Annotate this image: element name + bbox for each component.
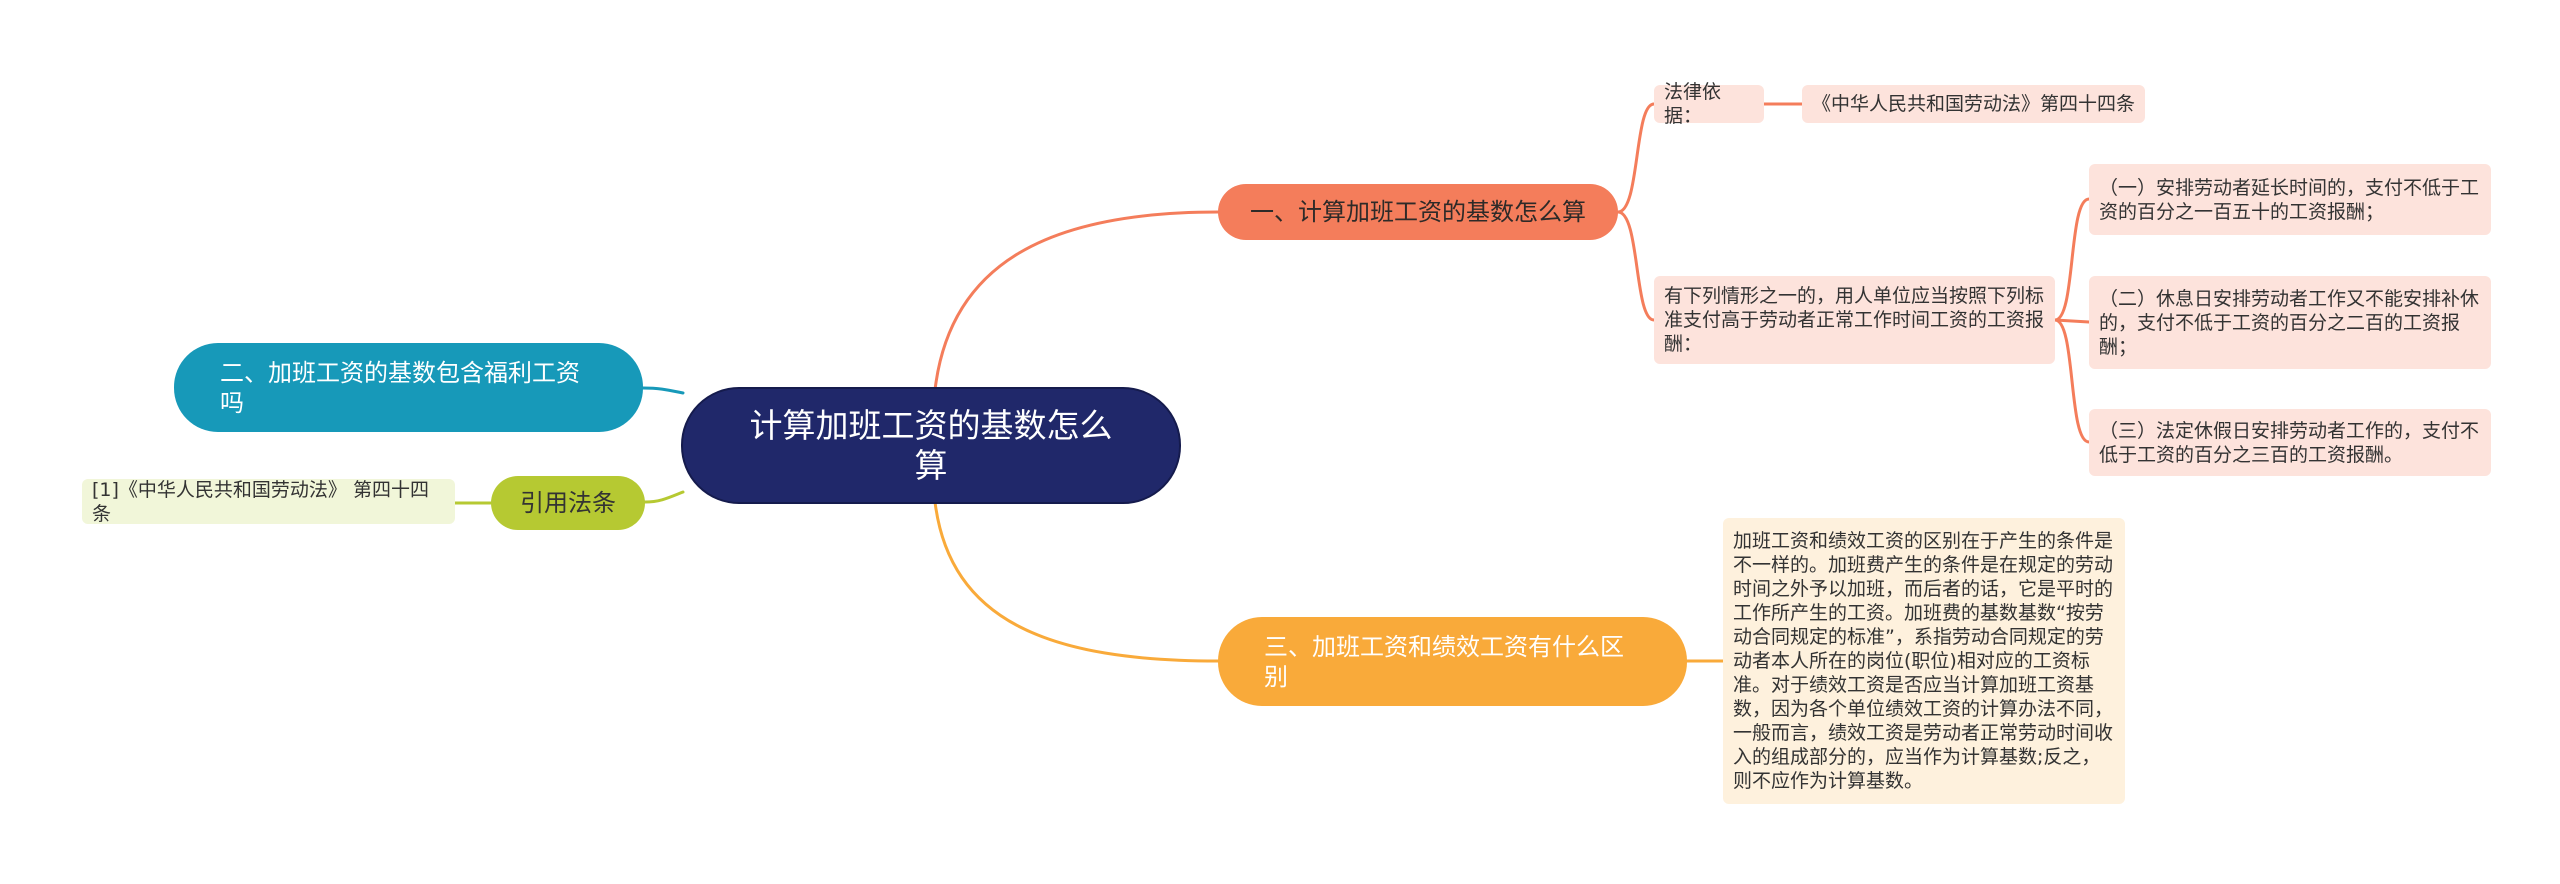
- condition-text: 有下列情形之一的，用人单位应当按照下列标准支付高于劳动者正常工作时间工资的工资报…: [1664, 285, 2045, 355]
- connector-root-branch4: [933, 500, 1220, 663]
- legal-basis-label: 法律依据：: [1664, 81, 1722, 127]
- connector-branch1-condition: [1616, 210, 1656, 322]
- difference-detail-text: 加班工资和绩效工资的区别在于产生的条件是不一样的。加班费产生的条件是在规定的劳动…: [1733, 530, 2114, 792]
- condition-item-2-text: （二）休息日安排劳动者工作又不能安排补休的，支付不低于工资的百分之二百的工资报酬…: [2099, 287, 2480, 358]
- connector-branch1-legal-basis: [1616, 102, 1656, 214]
- legal-basis-value-node[interactable]: 《中华人民共和国劳动法》第四十四条: [1802, 85, 2145, 123]
- branch-node-calc-base-label: 一、计算加班工资的基数怎么算: [1250, 198, 1586, 226]
- connector-condition-item-2: [2053, 318, 2091, 324]
- difference-detail-node[interactable]: 加班工资和绩效工资的区别在于产生的条件是不一样的。加班费产生的条件是在规定的劳动…: [1723, 518, 2125, 804]
- branch-node-difference[interactable]: 三、加班工资和绩效工资有什么区别: [1218, 617, 1687, 706]
- legal-basis-value: 《中华人民共和国劳动法》第四十四条: [1812, 93, 2136, 115]
- branch-node-welfare[interactable]: 二、加班工资的基数包含福利工资吗: [174, 343, 643, 432]
- connector-condition-item-3: [2053, 318, 2091, 444]
- branch-node-cited-law[interactable]: 引用法条: [491, 476, 645, 530]
- condition-item-1-node[interactable]: （一）安排劳动者延长时间的，支付不低于工资的百分之一百五十的工资报酬；: [2089, 164, 2491, 235]
- connector-root-branch2: [641, 386, 685, 395]
- branch-node-welfare-label: 二、加班工资的基数包含福利工资吗: [220, 358, 580, 417]
- root-node-label: 计算加班工资的基数怎么算: [749, 405, 1113, 485]
- condition-item-3-text: （三）法定休假日安排劳动者工作的，支付不低于工资的百分之三百的工资报酬。: [2099, 419, 2480, 466]
- condition-item-1-text: （一）安排劳动者延长时间的，支付不低于工资的百分之一百五十的工资报酬；: [2099, 176, 2480, 223]
- branch-node-cited-law-label: 引用法条: [520, 489, 616, 517]
- root-node[interactable]: 计算加班工资的基数怎么算: [681, 387, 1181, 504]
- connector-condition-item-1: [2053, 197, 2091, 322]
- condition-node[interactable]: 有下列情形之一的，用人单位应当按照下列标准支付高于劳动者正常工作时间工资的工资报…: [1654, 276, 2055, 364]
- legal-basis-label-node[interactable]: 法律依据：: [1654, 81, 1764, 127]
- cited-law-item-1-node[interactable]: [1]《中华人民共和国劳动法》 第四十四条: [82, 478, 455, 525]
- branch-node-calc-base[interactable]: 一、计算加班工资的基数怎么算: [1218, 184, 1618, 240]
- connector-root-branch1: [933, 210, 1220, 392]
- condition-item-3-node[interactable]: （三）法定休假日安排劳动者工作的，支付不低于工资的百分之三百的工资报酬。: [2089, 409, 2491, 476]
- branch-node-difference-label: 三、加班工资和绩效工资有什么区别: [1264, 632, 1624, 691]
- cited-law-item-1-text: [1]《中华人民共和国劳动法》 第四十四条: [92, 478, 429, 525]
- connector-root-branch3: [643, 490, 685, 504]
- condition-item-2-node[interactable]: （二）休息日安排劳动者工作又不能安排补休的，支付不低于工资的百分之二百的工资报酬…: [2089, 276, 2491, 369]
